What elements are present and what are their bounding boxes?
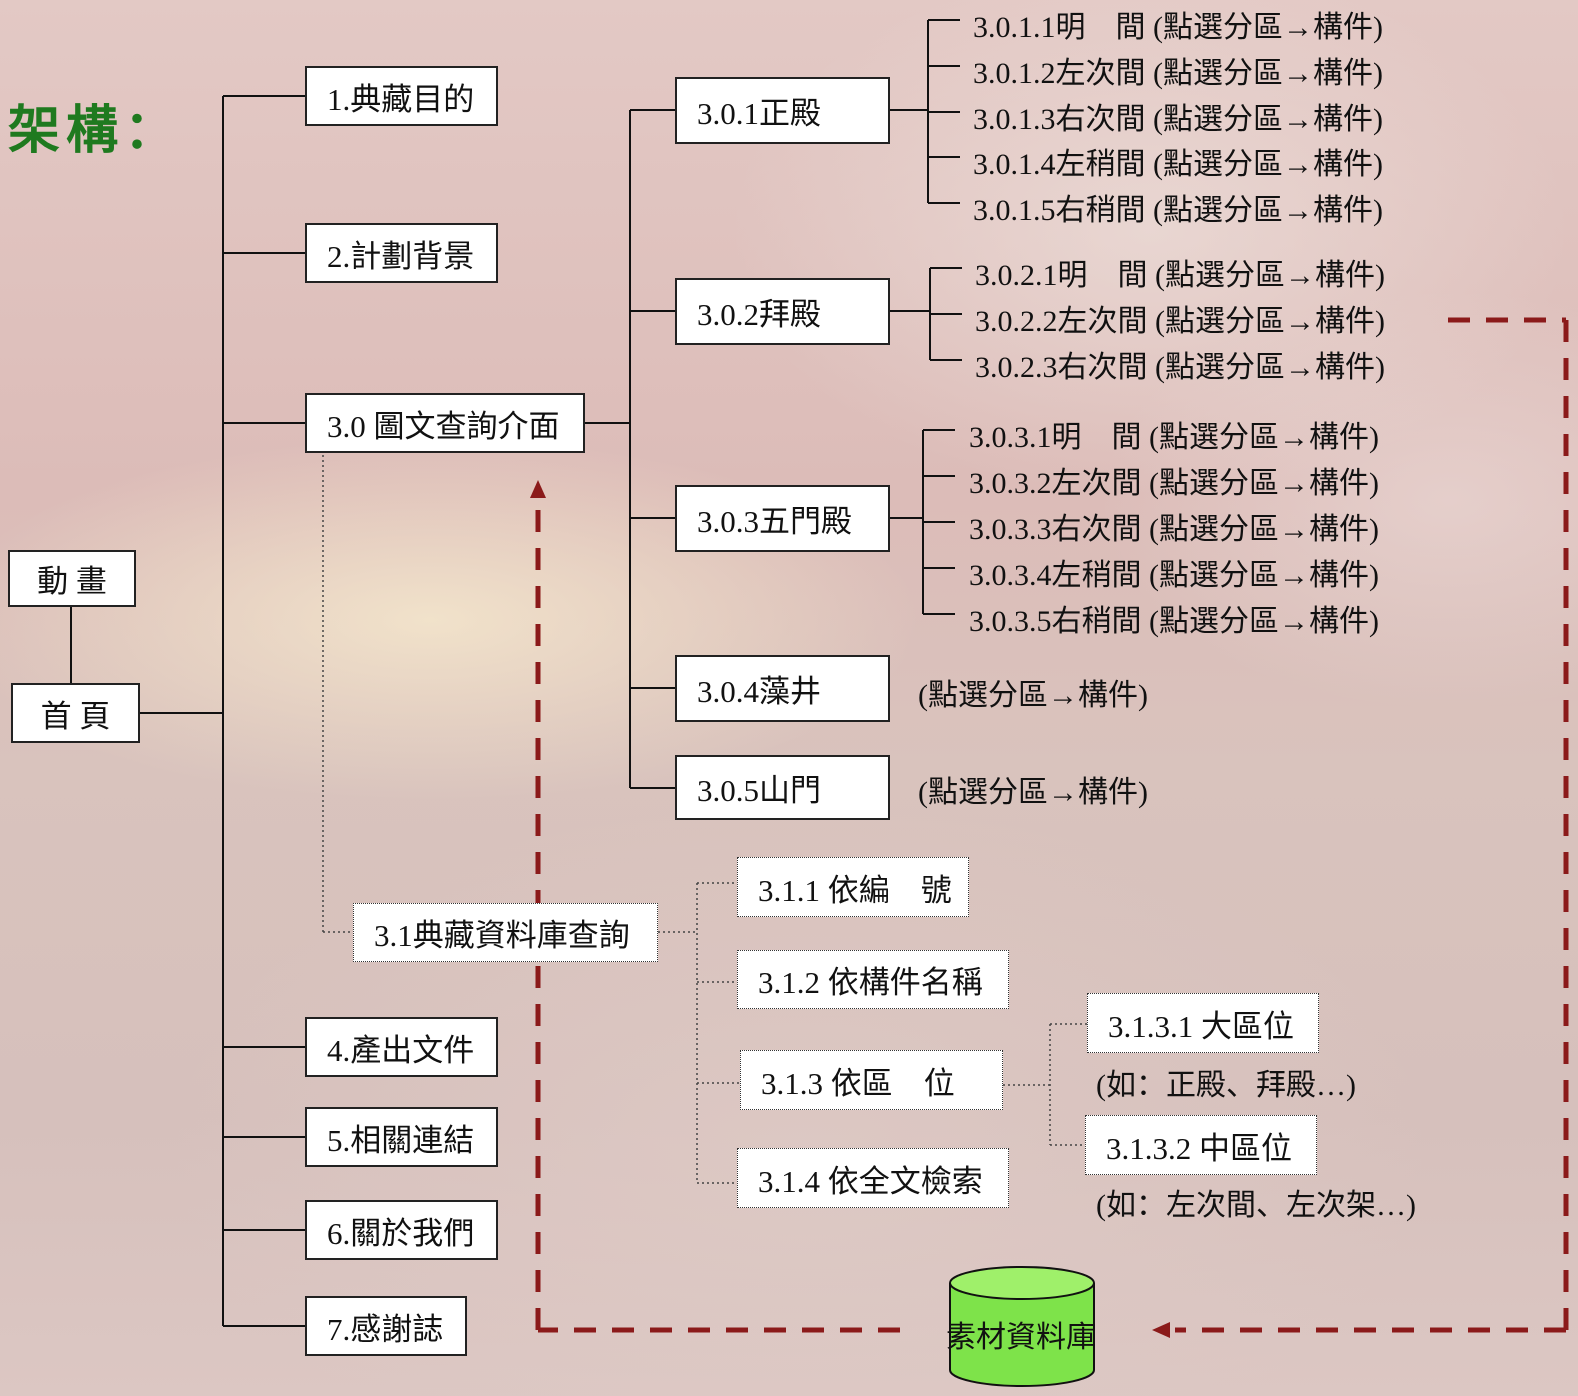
- database-cylinder: [949, 1266, 1095, 1387]
- leaf-301-3[interactable]: 3.0.1.3右次間 (點選分區→構件): [973, 103, 1383, 136]
- node-worship-hall[interactable]: 3.0.2拜殿: [675, 278, 890, 345]
- node-animation[interactable]: 動 畫: [8, 550, 136, 607]
- leaf-301-2[interactable]: 3.0.1.2左次間 (點選分區→構件): [973, 57, 1383, 90]
- node-five-door-hall[interactable]: 3.0.3五門殿: [675, 485, 890, 552]
- node-query-by-component[interactable]: 3.1.2 依構件名稱: [737, 950, 1009, 1009]
- leaf-303-2[interactable]: 3.0.3.2左次間 (點選分區→構件): [969, 467, 1379, 500]
- node-middle-location[interactable]: 3.1.3.2 中區位: [1085, 1115, 1317, 1175]
- example-major-location: (如：正殿、拜殿…): [1096, 1069, 1356, 1102]
- node-main-hall[interactable]: 3.0.1正殿: [675, 77, 890, 144]
- leaf-302-3[interactable]: 3.0.2.3右次間 (點選分區→構件): [975, 351, 1385, 384]
- database-label: 素材資料庫: [946, 1321, 1096, 1354]
- node-query-interface[interactable]: 3.0 圖文查詢介面: [305, 393, 585, 453]
- node-mountain-gate[interactable]: 3.0.5山門: [675, 755, 890, 820]
- leaf-303-5[interactable]: 3.0.3.5右稍間 (點選分區→構件): [969, 605, 1379, 638]
- leaf-301-4[interactable]: 3.0.1.4左稍間 (點選分區→構件): [973, 148, 1383, 181]
- node-related-links[interactable]: 5.相關連結: [305, 1107, 498, 1167]
- node-output-documents[interactable]: 4.產出文件: [305, 1017, 498, 1077]
- node-home[interactable]: 首 頁: [11, 683, 140, 743]
- leaf-303-3[interactable]: 3.0.3.3右次間 (點選分區→構件): [969, 513, 1379, 546]
- node-query-fulltext[interactable]: 3.1.4 依全文檢索: [737, 1148, 1009, 1208]
- leaf-301-1[interactable]: 3.0.1.1明 間 (點選分區→構件): [973, 11, 1383, 44]
- node-acknowledgements[interactable]: 7.感謝誌: [305, 1296, 467, 1356]
- node-query-by-location[interactable]: 3.1.3 依區 位: [740, 1050, 1003, 1110]
- leaf-303-1[interactable]: 3.0.3.1明 間 (點選分區→構件): [969, 421, 1379, 454]
- node-about-us[interactable]: 6.關於我們: [305, 1200, 498, 1260]
- leaf-302-1[interactable]: 3.0.2.1明 間 (點選分區→構件): [975, 259, 1385, 292]
- node-query-by-number[interactable]: 3.1.1 依編 號: [737, 857, 969, 917]
- leaf-303-4[interactable]: 3.0.3.4左稍間 (點選分區→構件): [969, 559, 1379, 592]
- note-mountain-gate: (點選分區→構件): [918, 776, 1148, 809]
- example-middle-location: (如：左次間、左次架…): [1096, 1189, 1416, 1222]
- node-project-background[interactable]: 2.計劃背景: [305, 223, 498, 283]
- node-major-location[interactable]: 3.1.3.1 大區位: [1087, 993, 1319, 1053]
- page-title: 架構：: [8, 101, 183, 161]
- node-caisson-ceiling[interactable]: 3.0.4藻井: [675, 655, 890, 722]
- node-collection-purpose[interactable]: 1.典藏目的: [305, 66, 498, 126]
- note-caisson: (點選分區→構件): [918, 679, 1148, 712]
- leaf-301-5[interactable]: 3.0.1.5右稍間 (點選分區→構件): [973, 194, 1383, 227]
- leaf-302-2[interactable]: 3.0.2.2左次間 (點選分區→構件): [975, 305, 1385, 338]
- node-database-query[interactable]: 3.1典藏資料庫查詢: [353, 903, 658, 962]
